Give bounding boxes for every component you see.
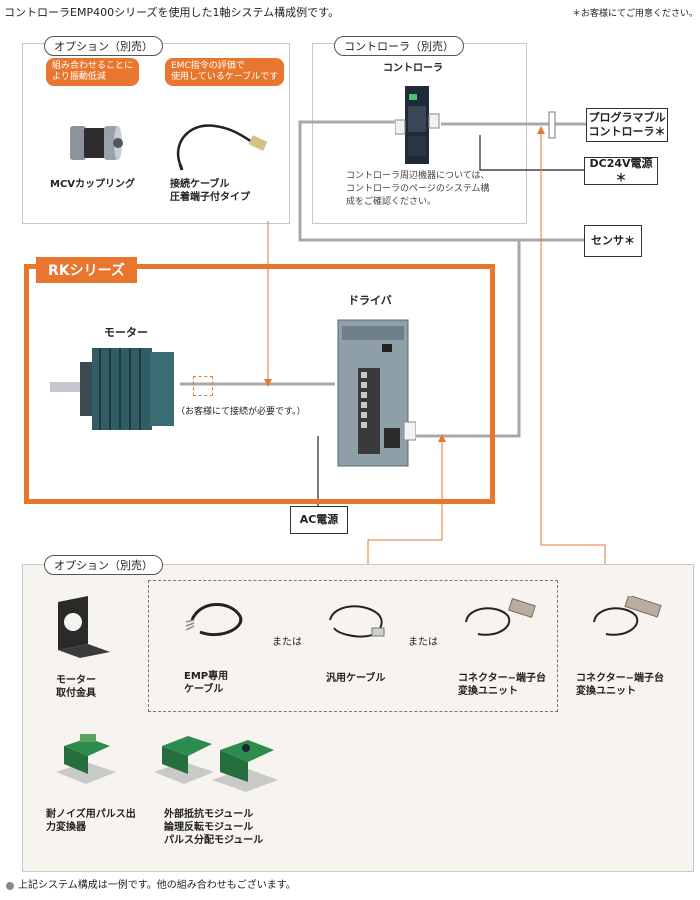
terminal-unit-image (465, 598, 536, 636)
connection-cable-label: 接続ケーブル 圧着端子付タイプ (170, 179, 250, 203)
driver-image (337, 319, 416, 467)
generic-cable-image (329, 605, 385, 638)
terminal-unit-label: コネクター−端子台 変換ユニット (458, 673, 546, 697)
bullet-icon (6, 881, 14, 890)
sensor-box: センサ＊ (584, 225, 642, 257)
dc24v-power-box: DC24V電源＊ (584, 157, 658, 185)
page-title: コントローラEMP400シリーズを使用した1軸システム構成例です。 (4, 6, 340, 19)
controller-title: コントローラ (383, 63, 443, 74)
or-text-2: または (408, 637, 438, 648)
modules-image (154, 736, 278, 792)
bottom-option-link (367, 442, 443, 580)
controller-to-sensor-line (298, 120, 584, 242)
sensor-branch-to-driver-line (410, 240, 521, 438)
generic-cable-label: 汎用ケーブル (326, 673, 386, 684)
rk-series-frame (24, 264, 495, 504)
footer: 上記システム構成は一例です。他の組み合わせもございます。 (6, 879, 296, 892)
rk-series-label: RKシリーズ (36, 257, 137, 283)
programmable-controller-box: プログラマブル コントローラ＊ (586, 108, 668, 142)
programmable-connector (548, 111, 556, 139)
connection-cable-image (177, 124, 268, 171)
modules-label: 外部抵抗モジュール 論理反転モジュール パルス分配モジュール (164, 809, 264, 846)
user-supplied-note: ＊お客様にてご用意ください。 (572, 9, 699, 19)
motor-bracket-image (58, 596, 110, 658)
terminal-unit-link (540, 130, 606, 592)
emc-badge: EMC指令の評価で 使用しているケーブルです (165, 58, 285, 86)
or-text-1: または (272, 637, 302, 648)
arrow-up-driver (438, 434, 446, 442)
controller-device-image (395, 86, 440, 164)
footer-note: 上記システム構成は一例です。他の組み合わせもございます。 (18, 880, 296, 891)
terminal-unit-2-image (593, 596, 662, 636)
arrow-up-controller (537, 126, 545, 134)
cable-options-group (148, 580, 558, 712)
bracket-label: モーター 取付金具 (56, 675, 96, 699)
controller-note: コントローラ周辺機器については、 コントローラのページのシステム構 成をご確認く… (346, 171, 490, 207)
controller-panel-label: コントローラ（別売） (334, 36, 464, 56)
motor-image (50, 348, 174, 430)
option-bottom-label: オプション（別売） (44, 555, 163, 575)
motor-label: モーター (104, 326, 148, 339)
connection-note: （お客様にて接続が必要です。） (176, 407, 306, 417)
ac-power-box: AC電源 (290, 506, 348, 534)
driver-label: ドライバ (348, 294, 392, 307)
option-top-label: オプション（別売） (44, 36, 163, 56)
mcv-coupling-image (70, 126, 123, 160)
terminal-unit-2-label: コネクター−端子台 変換ユニット (576, 673, 664, 697)
connection-point-icon (193, 376, 213, 396)
pulse-converter-label: 耐ノイズ用パルス出 力変換器 (46, 809, 136, 833)
mcv-label: MCVカップリング (50, 179, 136, 190)
pulse-converter-image (56, 734, 116, 784)
vibration-badge: 組み合わせることに より振動低減 (46, 58, 140, 86)
emp-cable-image (185, 603, 243, 637)
emp-cable-label: EMP専用 ケーブル (184, 671, 229, 695)
controller-to-dc24v-line (479, 135, 584, 171)
option-bottom-panel (22, 564, 694, 872)
arrow-down-cable (264, 379, 272, 387)
